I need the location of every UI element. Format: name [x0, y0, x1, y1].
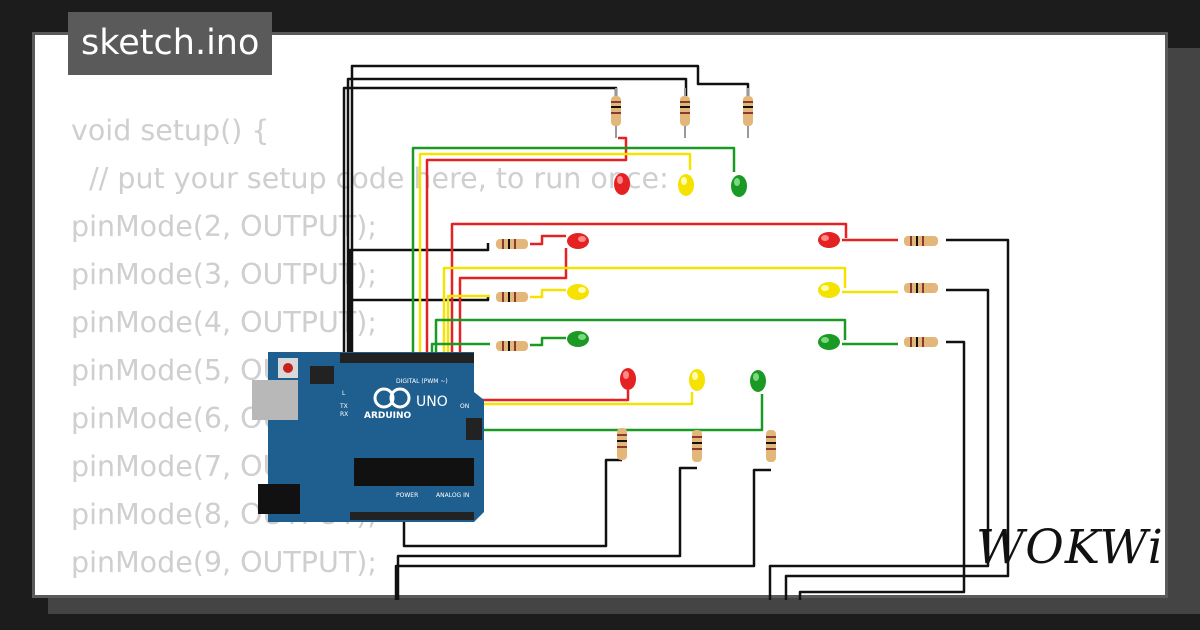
top-header [340, 353, 474, 363]
leds [567, 173, 840, 392]
resistor-left-3 [496, 341, 528, 351]
led-yellow-left [567, 284, 589, 300]
resistor-bottom-2 [692, 430, 702, 462]
arduino-logo-icon [373, 387, 395, 409]
label-tx: TX [339, 403, 348, 410]
wire-red-left [450, 222, 848, 360]
led-green-right [818, 334, 840, 350]
resistor-top-3 [743, 88, 753, 138]
led-green-left [567, 331, 589, 347]
led-yellow-right [818, 282, 840, 298]
resistor-left-1 [496, 239, 528, 249]
wire-gnd-b1 [402, 458, 622, 548]
wire-green-left [434, 318, 847, 360]
resistor-right-1 [904, 236, 938, 246]
code-preview: void setup() { // put your setup code he… [71, 107, 669, 595]
code-line: // put your setup code here, to run once… [71, 162, 669, 195]
wokwi-logo: WOKWi [976, 520, 1164, 575]
led-yellow-top [678, 174, 694, 196]
arduino-board: ARDUINO UNO DIGITAL (PWM ~) POWER ANALOG… [252, 352, 484, 522]
wire-yellow-left [442, 266, 847, 360]
wire-gnd-top-1 [350, 64, 750, 360]
led-red-bottom [620, 368, 636, 390]
code-line: pinMode(7, OUTPUT); [71, 450, 377, 483]
label-on: ON [460, 403, 469, 410]
wire-link-y1 [530, 288, 566, 299]
code-line: pinMode(10, OUTPUT); [71, 587, 669, 595]
label-l: L [342, 390, 346, 397]
code-line: pinMode(2, OUTPUT); [71, 210, 377, 243]
resistor-top-1 [611, 88, 621, 138]
wire-red-top [425, 136, 628, 360]
chip [354, 458, 474, 486]
sketch-card: void setup() { // put your setup code he… [32, 32, 1168, 598]
code-line: pinMode(9, OUTPUT); [71, 546, 377, 579]
led-green-bottom [750, 370, 766, 392]
wire-gnd-r2 [768, 288, 990, 600]
wire-yellow-bottom [412, 392, 694, 406]
resistor-left-2 [496, 292, 528, 302]
board-brand: ARDUINO [364, 411, 412, 421]
label-digital: DIGITAL (PWM ~) [396, 378, 448, 385]
label-rx: RX [340, 411, 348, 418]
label-power: POWER [396, 492, 418, 499]
sketch-filename: sketch.ino [68, 12, 273, 75]
code-line: void setup() { [71, 114, 270, 147]
led-red-left [567, 233, 589, 249]
resistor-bottom-1 [617, 428, 627, 460]
wire-gnd-b3 [394, 468, 771, 600]
resistor-bottom-3 [766, 430, 776, 462]
usb-port [252, 380, 298, 420]
led-yellow-bottom [689, 369, 705, 391]
wire-yellow-top [418, 152, 692, 360]
resistor-right-3 [904, 337, 938, 347]
wire-link-g1 [530, 336, 566, 347]
led-red-top [614, 173, 630, 195]
resistor-top-2 [680, 88, 690, 138]
icsp-header [310, 366, 334, 384]
led-red-right [818, 232, 840, 248]
power-jack [258, 484, 300, 514]
wire-gnd-mid2 [350, 297, 490, 302]
bottom-header [350, 512, 474, 520]
wire-gnd-r3 [798, 340, 966, 600]
wire-yellow-left2 [446, 294, 490, 360]
wire-gnd-b2 [396, 466, 697, 600]
label-analog: ANALOG IN [436, 492, 469, 499]
code-line: pinMode(3, OUTPUT); [71, 258, 377, 291]
wire-link-r1 [530, 234, 566, 246]
resistor-right-2 [904, 283, 938, 293]
wire-gnd-top-2 [346, 77, 688, 360]
resistors [496, 88, 938, 462]
icsp-right [466, 418, 482, 440]
wire-gnd-r1 [784, 238, 1010, 600]
board-model: UNO [416, 394, 448, 410]
led-green-top [731, 175, 747, 197]
code-line: pinMode(4, OUTPUT); [71, 306, 377, 339]
wire-green-top [411, 146, 736, 360]
